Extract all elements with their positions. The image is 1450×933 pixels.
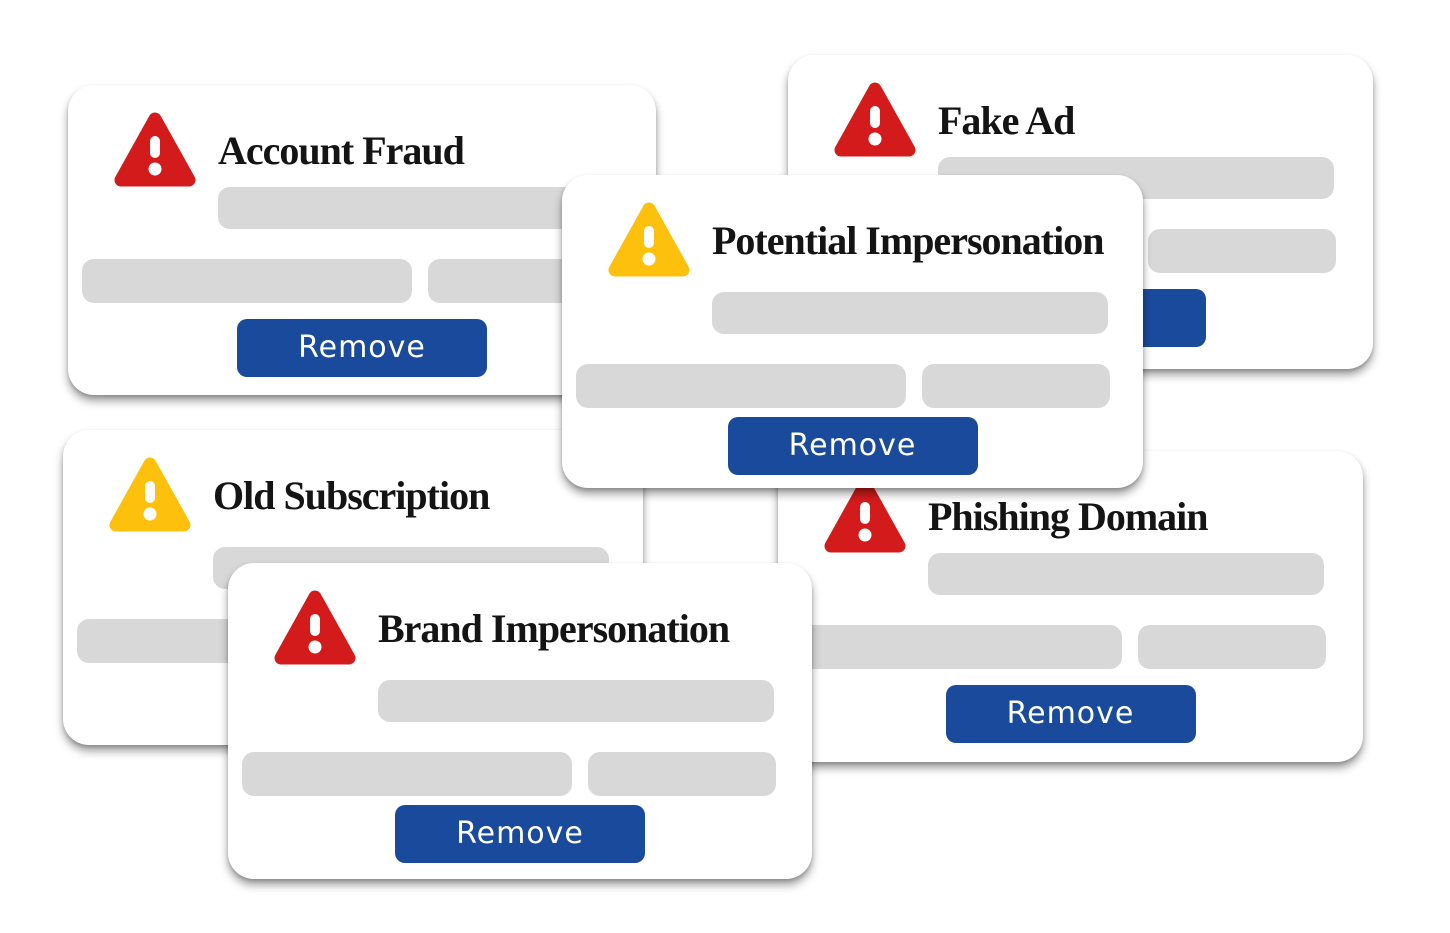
alert-title: Old Subscription — [213, 473, 490, 518]
placeholder-bar-wide — [928, 553, 1324, 595]
warning-triangle-icon — [274, 589, 356, 669]
placeholder-bar-left — [576, 364, 906, 408]
placeholder-bar-right — [1138, 625, 1326, 669]
warning-triangle-icon — [834, 81, 916, 161]
warning-triangle-icon — [608, 201, 690, 281]
placeholder-bar-right — [1148, 229, 1336, 273]
placeholder-bar-left — [242, 752, 572, 796]
placeholder-bar-left — [82, 259, 412, 303]
placeholder-bar-left — [792, 625, 1122, 669]
alert-title: Fake Ad — [938, 98, 1075, 143]
alert-card-account-fraud: Account Fraud Remove — [68, 85, 656, 395]
remove-button[interactable]: Remove — [395, 805, 645, 863]
remove-button[interactable]: Remove — [727, 417, 978, 475]
alert-title: Account Fraud — [218, 128, 465, 173]
remove-button[interactable]: Remove — [237, 319, 487, 377]
alert-card-potential-impersonation: Potential Impersonation Remove — [562, 175, 1143, 488]
placeholder-bar-right — [588, 752, 776, 796]
warning-triangle-icon — [114, 111, 196, 191]
alert-card-phishing-domain: Phishing Domain Remove — [778, 451, 1363, 762]
placeholder-bar-wide — [218, 187, 614, 229]
alert-card-brand-impersonation: Brand Impersonation Remove — [228, 563, 812, 879]
alert-title: Potential Impersonation — [712, 218, 1104, 263]
remove-button[interactable]: Remove — [945, 685, 1196, 743]
warning-triangle-icon — [824, 477, 906, 557]
placeholder-bar-wide — [378, 680, 774, 722]
placeholder-bar-right — [922, 364, 1110, 408]
warning-triangle-icon — [109, 456, 191, 536]
placeholder-bar-wide — [712, 292, 1108, 334]
alert-title: Phishing Domain — [928, 494, 1209, 539]
alert-title: Brand Impersonation — [378, 606, 730, 651]
